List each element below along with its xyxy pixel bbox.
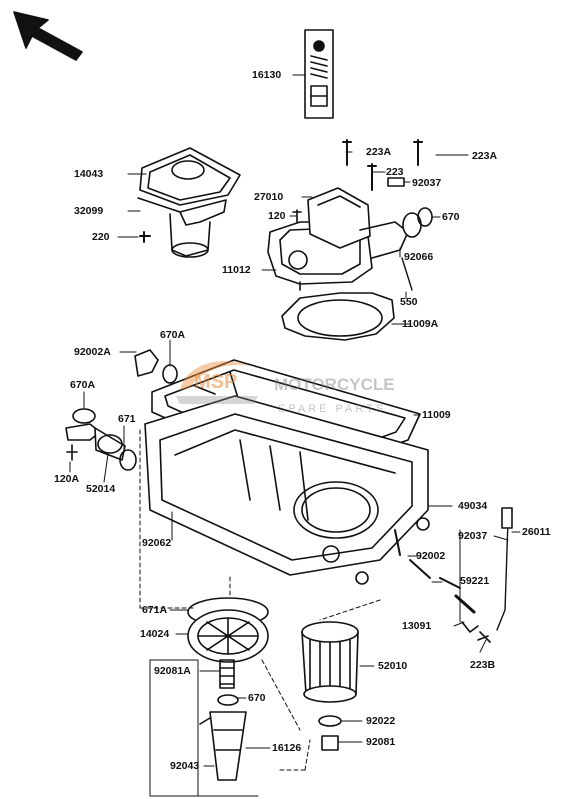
label-14024: 14024 <box>140 628 170 640</box>
callout-boxes <box>149 529 461 797</box>
label-220: 220 <box>92 231 110 243</box>
label-671A: 671A <box>142 604 168 616</box>
label-92037-top: 92037 <box>412 177 442 189</box>
label-59221: 59221 <box>460 575 490 587</box>
gasket-11009A-drawing <box>281 292 395 341</box>
label-52014: 52014 <box>86 483 116 495</box>
label-223A-2: 223A <box>472 150 498 162</box>
label-92062: 92062 <box>142 537 172 549</box>
label-11012: 11012 <box>222 264 251 276</box>
part-32099-drawing <box>137 197 227 258</box>
watermark-line1: MOTORCYCLE <box>274 375 395 394</box>
plug-92002A-drawing <box>134 349 178 384</box>
relief-valve-16126-drawing <box>199 659 247 781</box>
label-32099: 32099 <box>74 205 104 217</box>
label-670A-2: 670A <box>70 379 96 391</box>
label-92081A: 92081A <box>154 665 191 677</box>
label-670A-1: 670A <box>160 329 186 341</box>
strainer-14024-drawing <box>187 597 269 663</box>
label-670-bottom: 670 <box>248 692 266 704</box>
watermark-logo: MSP <box>172 352 262 410</box>
part-14043-drawing <box>139 147 241 206</box>
label-11009A: 11009A <box>402 318 439 330</box>
part-16130-drawing <box>304 29 334 119</box>
switch-59221-drawing <box>394 529 491 643</box>
part-11012-drawing <box>267 187 433 291</box>
label-120: 120 <box>268 210 286 222</box>
label-223: 223 <box>386 166 404 178</box>
oil-pan-49034-drawing <box>144 395 430 585</box>
label-52010: 52010 <box>378 660 408 672</box>
watermark-logo-text: MSP <box>194 371 238 393</box>
label-16126: 16126 <box>272 742 302 754</box>
gasket-11009-drawing <box>151 359 421 479</box>
label-92037-right: 92037 <box>458 530 488 542</box>
assembly-lines <box>139 429 381 771</box>
label-92002: 92002 <box>416 550 446 562</box>
label-120A: 120A <box>54 473 80 485</box>
dipstick-26011-drawing <box>496 507 513 631</box>
label-550: 550 <box>400 296 418 308</box>
label-92081: 92081 <box>366 736 396 748</box>
label-223A-1: 223A <box>366 146 392 158</box>
label-92066: 92066 <box>404 251 434 263</box>
label-92043: 92043 <box>170 760 200 772</box>
fitting-52014-drawing <box>65 408 137 471</box>
oil-filter-52010-drawing <box>301 621 359 751</box>
label-13091: 13091 <box>402 620 432 632</box>
label-49034: 49034 <box>458 500 488 512</box>
watermark-line2: SPARE PARTS <box>278 403 387 415</box>
label-670-top: 670 <box>442 211 460 223</box>
label-14043: 14043 <box>74 168 104 180</box>
label-92022: 92022 <box>366 715 396 727</box>
label-27010: 27010 <box>254 191 284 203</box>
label-16130: 16130 <box>252 69 282 81</box>
leader-lines <box>69 74 521 767</box>
label-223B: 223B <box>470 659 496 671</box>
label-26011: 26011 <box>522 526 551 538</box>
direction-arrow-icon <box>13 11 83 61</box>
label-11009: 11009 <box>422 409 451 421</box>
label-671: 671 <box>118 413 136 425</box>
label-92002A: 92002A <box>74 346 111 358</box>
